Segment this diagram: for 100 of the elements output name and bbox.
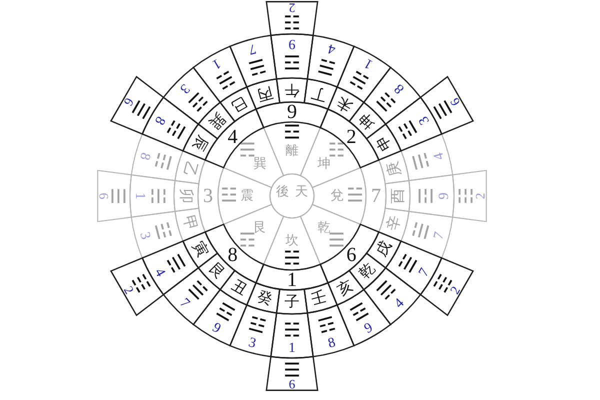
- trigram-symbol: ☷: [328, 142, 346, 161]
- mountain-name: 卯: [178, 188, 194, 204]
- spoke-panel: [419, 75, 475, 136]
- trigram-number: 6: [98, 192, 110, 200]
- mountain-name: 子: [284, 294, 300, 310]
- spoke-panel: [419, 256, 475, 317]
- trigram-number: 2: [474, 192, 486, 200]
- spoke-panel: [451, 169, 488, 223]
- mountain-name: 酉: [390, 188, 406, 204]
- center-label: 後天: [275, 186, 314, 198]
- trigram-number: 9: [208, 320, 222, 336]
- trigram-number: 4: [326, 40, 337, 56]
- lo-shu-number: 1: [287, 270, 297, 290]
- lo-shu-number: 7: [371, 186, 381, 206]
- trigram-number: 8: [152, 112, 168, 126]
- mountain-name: 乾: [356, 260, 378, 282]
- trigram-number: 7: [416, 266, 432, 280]
- trigram-number: 3: [176, 80, 192, 96]
- lo-shu-number: 3: [203, 186, 213, 206]
- trigram-symbol: ☵: [283, 250, 301, 268]
- trigram-number: 4: [152, 266, 168, 280]
- trigram-symbol: ☲: [283, 52, 301, 70]
- trigram-symbol: ☵: [148, 187, 166, 205]
- trigram-symbol: ☰: [283, 362, 301, 380]
- mountain-name: 戌: [374, 238, 394, 260]
- trigram-number: 3: [247, 336, 258, 352]
- spoke-panel: [109, 75, 165, 136]
- trigram-name: 艮: [254, 221, 267, 234]
- trigram-name: 巽: [254, 158, 267, 171]
- trigram-number: 4: [392, 296, 408, 312]
- trigram-symbol: ☴: [316, 54, 338, 77]
- lo-shu-number: 6: [346, 245, 356, 266]
- spoke-panel: [265, 355, 319, 392]
- trigram-name: 兌: [330, 190, 344, 202]
- mountain-name: 未: [334, 94, 356, 114]
- trigram-symbol: ☴: [238, 142, 256, 161]
- mountain-sector: [384, 179, 411, 213]
- mountain-name: 寅: [190, 238, 210, 260]
- trigram-symbol: ☰: [108, 187, 126, 205]
- lo-shu-number: 4: [228, 126, 238, 147]
- mountain-name: 辰: [190, 132, 210, 154]
- trigram-name: 坤: [317, 158, 330, 171]
- trigram-symbol: ☳: [246, 315, 268, 338]
- trigram-number: 7: [176, 296, 192, 312]
- trigram-symbol: ☲: [283, 124, 301, 142]
- trigram-symbol: ☶: [238, 231, 256, 250]
- trigram-symbol: ☲: [418, 187, 436, 205]
- trigram-number: 1: [208, 56, 222, 72]
- trigram-symbol: ☴: [411, 150, 434, 172]
- trigram-symbol: ☱: [411, 220, 434, 242]
- mountain-name: 丁: [310, 84, 329, 103]
- mountain-name: 庚: [385, 159, 404, 178]
- trigram-symbol: ☱: [346, 186, 364, 206]
- trigram-number: 7: [247, 40, 258, 56]
- trigram-name: 乾: [317, 221, 330, 234]
- lo-shu-number: 2: [346, 126, 356, 147]
- mountain-name: 丑: [228, 278, 250, 298]
- trigram-number: 6: [288, 378, 296, 390]
- trigram-number: 3: [136, 230, 152, 241]
- mountain-name: 乙: [180, 159, 199, 178]
- spoke-panel: [96, 169, 133, 223]
- mountain-name: 艮: [206, 260, 228, 282]
- spoke-panel: [265, 0, 319, 37]
- trigram-number: 1: [362, 56, 376, 72]
- trigram-number: 8: [392, 80, 408, 96]
- trigram-name: 離: [286, 144, 298, 158]
- trigram-number: 7: [432, 230, 448, 241]
- trigram-number: 9: [362, 320, 376, 336]
- lo-shu-number: 8: [228, 245, 238, 266]
- trigram-number: 9: [288, 36, 296, 50]
- trigram-name: 震: [240, 190, 254, 202]
- trigram-number: 1: [132, 192, 146, 200]
- mountain-name: 申: [374, 132, 394, 154]
- trigram-number: 8: [136, 151, 152, 162]
- trigram-number: 8: [326, 336, 337, 352]
- trigram-symbol: ☱: [246, 54, 268, 77]
- trigram-number: 9: [438, 192, 452, 200]
- trigram-symbol: ☷: [283, 12, 301, 30]
- trigram-symbol: ☶: [316, 315, 338, 338]
- trigram-number: 1: [288, 342, 296, 356]
- trigram-number: 2: [288, 2, 296, 14]
- mountain-name: 巽: [206, 110, 228, 132]
- lo-shu-number: 9: [287, 102, 297, 122]
- mountain-name: 壬: [310, 289, 329, 308]
- mountain-name: 午: [284, 82, 300, 98]
- trigram-name: 坎: [286, 234, 298, 248]
- mountain-name: 丙: [255, 84, 274, 103]
- trigram-symbol: ☰: [328, 231, 346, 250]
- trigram-symbol: ☷: [458, 187, 476, 205]
- spoke-panel: [109, 256, 165, 317]
- trigram-number: 4: [432, 151, 448, 162]
- trigram-symbol: ☳: [220, 186, 238, 206]
- center-circle: [269, 173, 315, 219]
- mountain-name: 坤: [356, 110, 378, 132]
- mountain-name: 巳: [228, 94, 250, 114]
- mountain-name: 亥: [334, 278, 356, 298]
- trigram-symbol: ☶: [150, 150, 173, 172]
- trigram-number: 3: [416, 112, 432, 126]
- mountain-name: 癸: [255, 289, 274, 308]
- mountain-name: 甲: [180, 214, 199, 233]
